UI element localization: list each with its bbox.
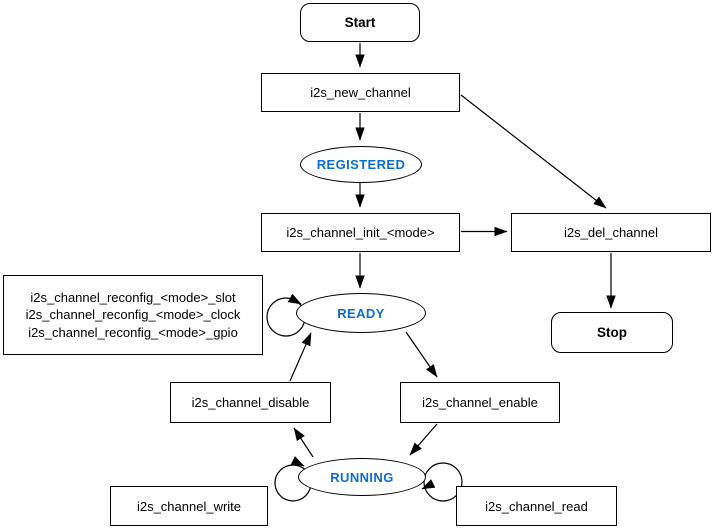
edge-new-channel-to-del-channel	[460, 94, 607, 209]
reconfig-gpio-label: i2s_channel_reconfig_<mode>_gpio	[28, 324, 238, 340]
edge-enable-to-running	[409, 423, 438, 456]
node-i2s-channel-enable: i2s_channel_enable	[400, 382, 560, 423]
state-running: RUNNING	[298, 458, 426, 496]
edge-ready-to-enable	[405, 331, 438, 378]
node-i2s-channel-write: i2s_channel_write	[110, 486, 268, 526]
node-i2s-channel-read: i2s_channel_read	[456, 486, 617, 526]
node-stop: Stop	[551, 312, 673, 353]
edge-disable-to-ready	[289, 332, 312, 382]
reconfig-slot-label: i2s_channel_reconfig_<mode>_slot	[30, 289, 236, 305]
node-start: Start	[300, 3, 420, 42]
node-i2s-channel-init: i2s_channel_init_<mode>	[261, 213, 460, 252]
node-i2s-new-channel: i2s_new_channel	[261, 73, 460, 112]
box-reconfig-functions: i2s_channel_reconfig_<mode>_slot i2s_cha…	[3, 275, 263, 355]
edge-running-to-disable	[293, 427, 314, 458]
node-i2s-del-channel: i2s_del_channel	[511, 213, 711, 252]
state-registered: REGISTERED	[300, 146, 422, 183]
reconfig-clock-label: i2s_channel_reconfig_<mode>_clock	[25, 307, 241, 323]
state-ready: READY	[296, 293, 426, 333]
node-i2s-channel-disable: i2s_channel_disable	[170, 382, 331, 423]
